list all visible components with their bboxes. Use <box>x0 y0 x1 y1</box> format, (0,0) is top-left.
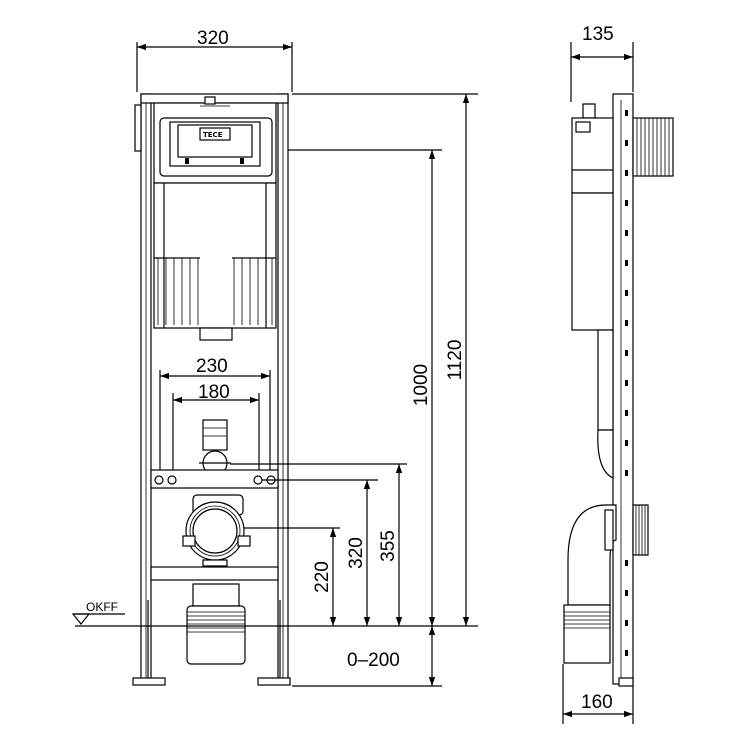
frame-right-foot <box>257 677 291 686</box>
brand-logo: TECE <box>203 131 223 139</box>
dim-side-depth: 135 <box>582 24 614 45</box>
rail-slots <box>625 110 628 656</box>
drain-connector <box>186 583 246 665</box>
side-view <box>563 93 674 687</box>
dim-bottom-depth: 160 <box>581 692 613 713</box>
dim-height-355: 355 <box>378 530 399 562</box>
mounting-rail <box>150 469 279 489</box>
dim-outlet-180: 180 <box>198 382 230 403</box>
flush-pipe <box>199 419 231 476</box>
dim-adjust-range: 0–200 <box>347 650 400 671</box>
waste-outlet <box>150 494 279 581</box>
front-view: TECE <box>132 93 291 686</box>
floor-level-label: OKFF <box>86 600 118 614</box>
dim-height-1000: 1000 <box>411 364 432 406</box>
cistern: TECE <box>153 96 277 341</box>
dim-outlet-230: 230 <box>196 356 228 377</box>
cistern-side <box>571 103 614 479</box>
dim-front-width: 320 <box>197 28 229 49</box>
dim-height-1120: 1120 <box>445 340 466 381</box>
frame-left-foot <box>132 677 166 686</box>
dimension-lines: 320 135 230 180 OKFF 1120 1000 <box>71 24 634 724</box>
side-rail <box>612 93 634 685</box>
side-drain-bend <box>563 504 649 664</box>
dim-height-220: 220 <box>312 561 333 593</box>
dim-height-320: 320 <box>346 537 367 569</box>
